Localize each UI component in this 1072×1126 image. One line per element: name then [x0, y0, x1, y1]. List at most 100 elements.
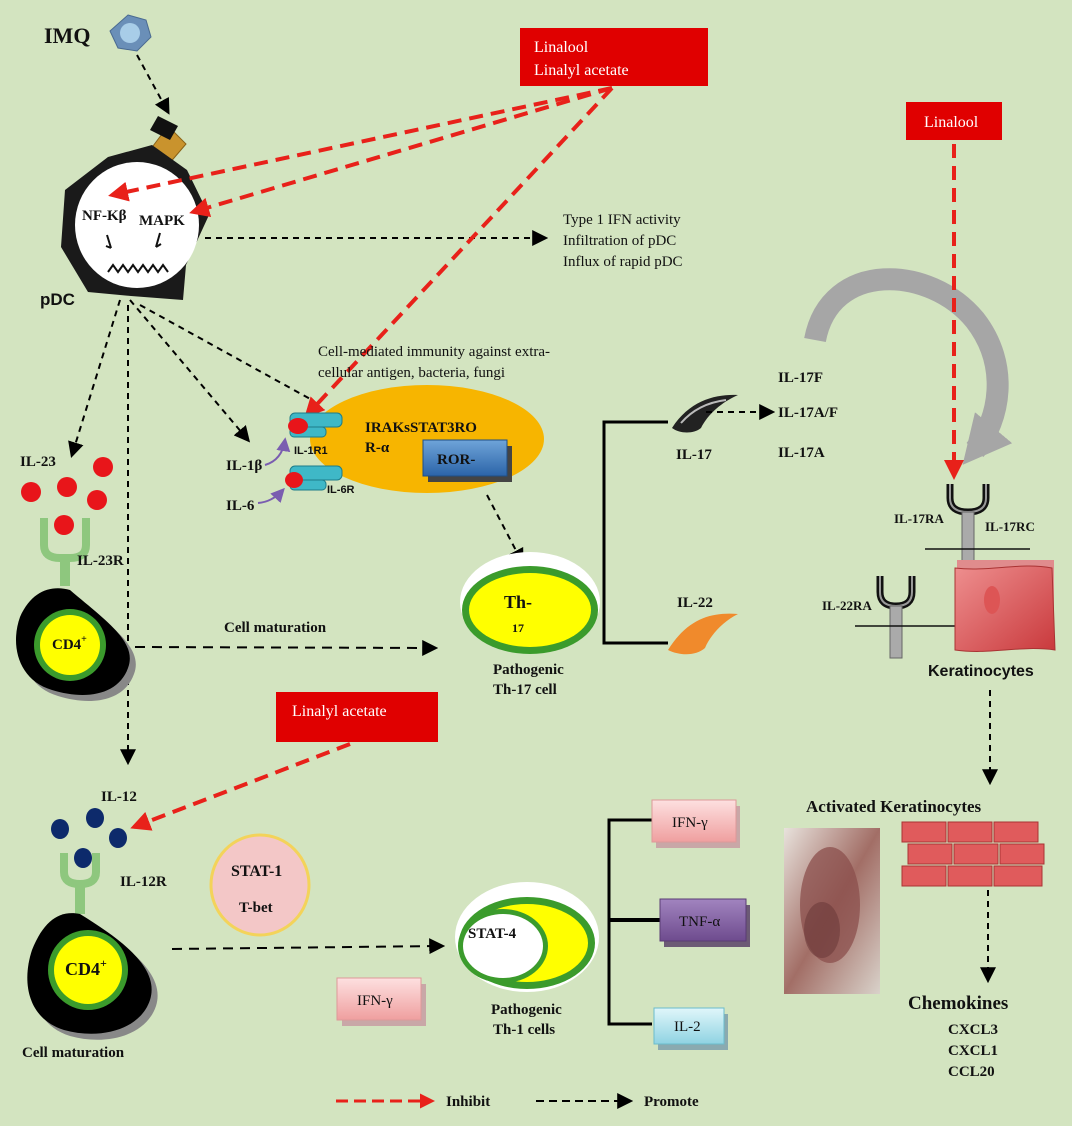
il17f-label: IL-17F: [778, 370, 823, 386]
complex-to-th17-arrow: [486, 494, 524, 565]
cd4-bottom-cell: [27, 913, 158, 1040]
activated-keratinocyte-sheet: [901, 821, 1045, 887]
cell-maturation-arrow: [134, 639, 439, 656]
iraks-label-2: R-α: [365, 440, 390, 456]
type1-ifn-text-3: Influx of rapid pDC: [563, 254, 683, 270]
stat4-label: STAT-4: [468, 926, 517, 942]
keratinocytes-label: Keratinocytes: [928, 663, 1034, 680]
stat1-label: STAT-1: [231, 863, 282, 880]
il17-feedback-arrow: [804, 268, 1013, 465]
il17-cytokine-highlight: [680, 399, 727, 424]
keratinocyte-cell: [954, 560, 1056, 652]
linalyl-acetate-top-label: Linalyl acetate: [534, 62, 629, 79]
il12r-receptor-icon: [60, 853, 100, 914]
linalyl-acetate-mid-box: [276, 692, 438, 742]
ifng-right-label: IFN-γ: [672, 815, 708, 831]
chemokines-label: Chemokines: [908, 993, 1008, 1014]
il17rc-label: IL-17RC: [985, 519, 1035, 534]
linalyl-acetate-mid-label: Linalyl acetate: [292, 703, 387, 720]
pathogenic-th17-label-1: Pathogenic: [493, 662, 564, 678]
ror-label: ROR-: [437, 452, 475, 468]
th17-cell: [460, 552, 600, 654]
il6r-receptor-icon: [285, 465, 343, 491]
pdc-to-il1b-arrow: [129, 299, 251, 443]
inhibit-arrow-mapk: [189, 86, 613, 218]
il17af-label: IL-17A/F: [778, 405, 838, 421]
il23-cytokine-dots: [21, 457, 113, 535]
il17-label: IL-17: [676, 447, 712, 463]
il22ra-receptor-icon: [876, 576, 916, 659]
linalool-top-label: Linalool: [534, 39, 589, 56]
il17ra-label: IL-17RA: [894, 511, 944, 526]
cell-maturation-mid-label: Cell maturation: [224, 620, 327, 636]
il23-label: IL-23: [20, 454, 56, 470]
il2-label: IL-2: [674, 1019, 701, 1035]
imq-molecule-icon: [109, 14, 152, 52]
legend-inhibit-label: Inhibit: [446, 1094, 490, 1110]
pdc-to-complex-arrow: [139, 304, 313, 401]
nfkb-label: NF-Kβ: [82, 208, 127, 224]
il23r-receptor-icon: [40, 518, 90, 586]
il12r-label: IL-12R: [120, 874, 167, 890]
il17a-label: IL-17A: [778, 445, 825, 461]
il22-label: IL-22: [677, 595, 713, 611]
type1-ifn-text-1: Type 1 IFN activity: [563, 212, 681, 228]
mapk-label: MAPK: [139, 213, 185, 229]
pathogenic-th1-label-1: Pathogenic: [491, 1002, 562, 1018]
il12-cytokine-dots: [51, 808, 127, 868]
il1r1-label: IL-1R1: [294, 445, 328, 457]
psoriatic-skin-photo: [784, 828, 880, 994]
inhibit-arrow-il12: [130, 742, 351, 831]
cell-maturation-bottom-label: Cell maturation: [22, 1045, 125, 1061]
linalool-right-box: [906, 102, 1002, 140]
cd4-top-cell: [15, 588, 136, 701]
ccl20-label: CCL20: [948, 1064, 995, 1080]
il2-box: [653, 1007, 725, 1045]
activated-keratinocytes-label: Activated Keratinocytes: [806, 797, 982, 816]
cd4-top-label: CD4+: [52, 634, 87, 653]
il23r-label: IL-23R: [77, 553, 124, 569]
il12-label: IL-12: [101, 789, 137, 805]
type1-ifn-text-2: Infiltration of pDC: [563, 233, 676, 249]
tnfa-box: [659, 898, 747, 942]
stat1-tbet-bubble: [209, 833, 311, 937]
il17ra-receptor-icon: [946, 484, 990, 568]
inhibit-arrow-nfkb: [108, 86, 613, 202]
il17-cytokine-icon: [672, 394, 738, 433]
cxcl1-label: CXCL1: [948, 1043, 998, 1059]
pdc-label: pDC: [40, 290, 75, 309]
il22-cytokine-icon: [668, 613, 738, 655]
tbet-label: T-bet: [239, 900, 273, 916]
cd4-to-th1-arrow: [171, 938, 446, 955]
il1b-label: IL-1β: [226, 458, 262, 474]
th17-output-bracket: [602, 420, 668, 645]
pdc-to-il23-arrow: [68, 299, 121, 459]
linalool-right-label: Linalool: [924, 114, 979, 131]
ifng-left-box: [336, 977, 422, 1021]
imq-to-pdc-arrow: [136, 54, 170, 115]
il1r1-receptor-icon: [288, 412, 343, 438]
ror-box: [422, 439, 508, 477]
pathogenic-th1-label-2: Th-1 cells: [493, 1022, 555, 1038]
il22ra-label: IL-22RA: [822, 598, 872, 613]
th17-label-2: 17: [512, 621, 524, 635]
il6-label: IL-6: [226, 498, 255, 514]
th1-cell: [455, 882, 599, 992]
cell-mediated-text-1: Cell-mediated immunity against extra-: [318, 344, 550, 360]
cell-mediated-text-2: cellular antigen, bacteria, fungi: [318, 365, 505, 381]
inhibit-arrow-il1r1: [304, 86, 614, 418]
pathogenic-th17-label-2: Th-17 cell: [493, 682, 557, 698]
ifng-left-label: IFN-γ: [357, 993, 393, 1009]
imq-label: IMQ: [44, 23, 90, 48]
legend-promote-label: Promote: [644, 1094, 699, 1110]
il6-arrow: [257, 487, 285, 504]
cd4-bottom-label: CD4+: [65, 956, 107, 979]
linalool-linalyl-box: [520, 28, 708, 86]
il1b-arrow: [264, 437, 291, 466]
iraks-label-1: IRAKsSTAT3RO: [365, 420, 477, 436]
il6r-label: IL-6R: [327, 484, 355, 496]
ifng-right-box: [651, 799, 737, 843]
cxcl3-label: CXCL3: [948, 1022, 998, 1038]
